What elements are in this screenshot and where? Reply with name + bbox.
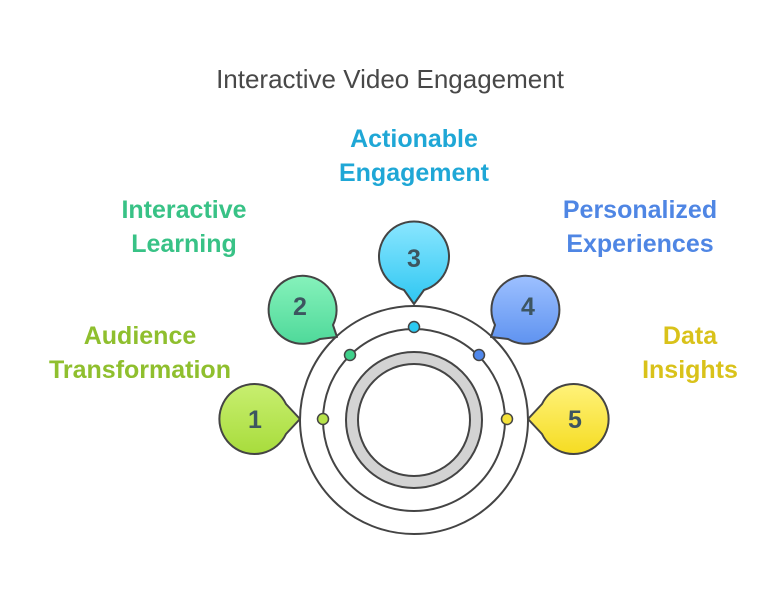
step-4-bubble: 4: [490, 274, 561, 345]
step-1-number: 1: [248, 406, 262, 434]
step-1-bubble: 1: [218, 383, 301, 455]
step-3-bubble: 3: [378, 220, 450, 305]
step-1-label-line2: Transformation: [49, 356, 231, 384]
step-2-dot: [343, 348, 357, 362]
step-3-label-line1: Actionable: [350, 125, 478, 153]
step-1-label: Audience Transformation: [30, 319, 250, 387]
step-1-label-line1: Audience: [83, 322, 197, 350]
step-2-bubble: 2: [267, 274, 338, 345]
step-2-label: Interactive Learning: [84, 193, 284, 261]
diagram-title: Interactive Video Engagement: [216, 64, 564, 94]
step-3-number: 3: [407, 245, 421, 273]
step-2-label-line1: Interactive: [121, 196, 247, 224]
step-4-number: 4: [521, 293, 535, 321]
step-5-bubble: 5: [527, 383, 610, 455]
step-5-number: 5: [568, 406, 582, 434]
step-5-label-line2: Insights: [642, 356, 738, 384]
step-3-label: Actionable Engagement: [314, 122, 514, 190]
step-4-label-line1: Personalized: [562, 196, 718, 224]
inner-gray-ring-inner-edge: [357, 363, 471, 477]
step-5-label: Data Insights: [610, 319, 770, 387]
step-5-dot: [500, 412, 514, 426]
step-2-number: 2: [293, 293, 307, 321]
step-3-dot: [407, 320, 421, 334]
step-5-label-line1: Data: [662, 322, 718, 350]
step-4-label-line2: Experiences: [566, 230, 714, 258]
step-1-dot: [316, 412, 330, 426]
step-3-label-line2: Engagement: [338, 159, 490, 187]
inner-gray-ring-outer-edge: [345, 351, 483, 489]
step-2-label-line2: Learning: [131, 230, 237, 258]
step-4-dot: [472, 348, 486, 362]
step-4-label: Personalized Experiences: [540, 193, 740, 261]
inner-gray-ring: [346, 352, 482, 488]
